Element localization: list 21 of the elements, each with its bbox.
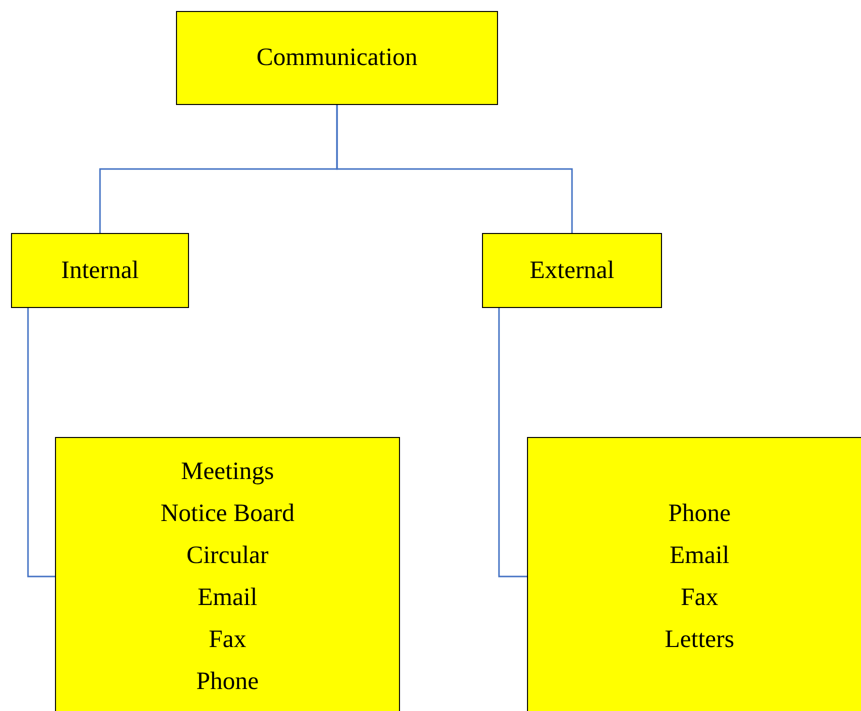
list-box	[527, 437, 861, 711]
connector-line	[336, 105, 573, 233]
node-label: Notice Board	[160, 499, 294, 529]
node-label: Internal	[61, 256, 139, 286]
category-box	[482, 233, 662, 308]
node-label: Phone	[196, 667, 259, 697]
connector-line	[27, 308, 55, 578]
node-label: Circular	[186, 541, 268, 571]
node-label: Meetings	[180, 457, 274, 487]
node-label: Letters	[664, 625, 734, 655]
node-label: Fax	[680, 583, 718, 613]
root-box	[176, 11, 498, 105]
node-label: Communication	[256, 43, 418, 73]
node-label: Email	[198, 583, 258, 613]
node-label: External	[530, 256, 614, 286]
connector-line	[498, 308, 527, 578]
category-box	[11, 233, 189, 308]
list-box	[55, 437, 400, 711]
node-label: Email	[670, 541, 730, 571]
node-label: Phone	[668, 499, 731, 529]
node-label: Fax	[208, 625, 246, 655]
